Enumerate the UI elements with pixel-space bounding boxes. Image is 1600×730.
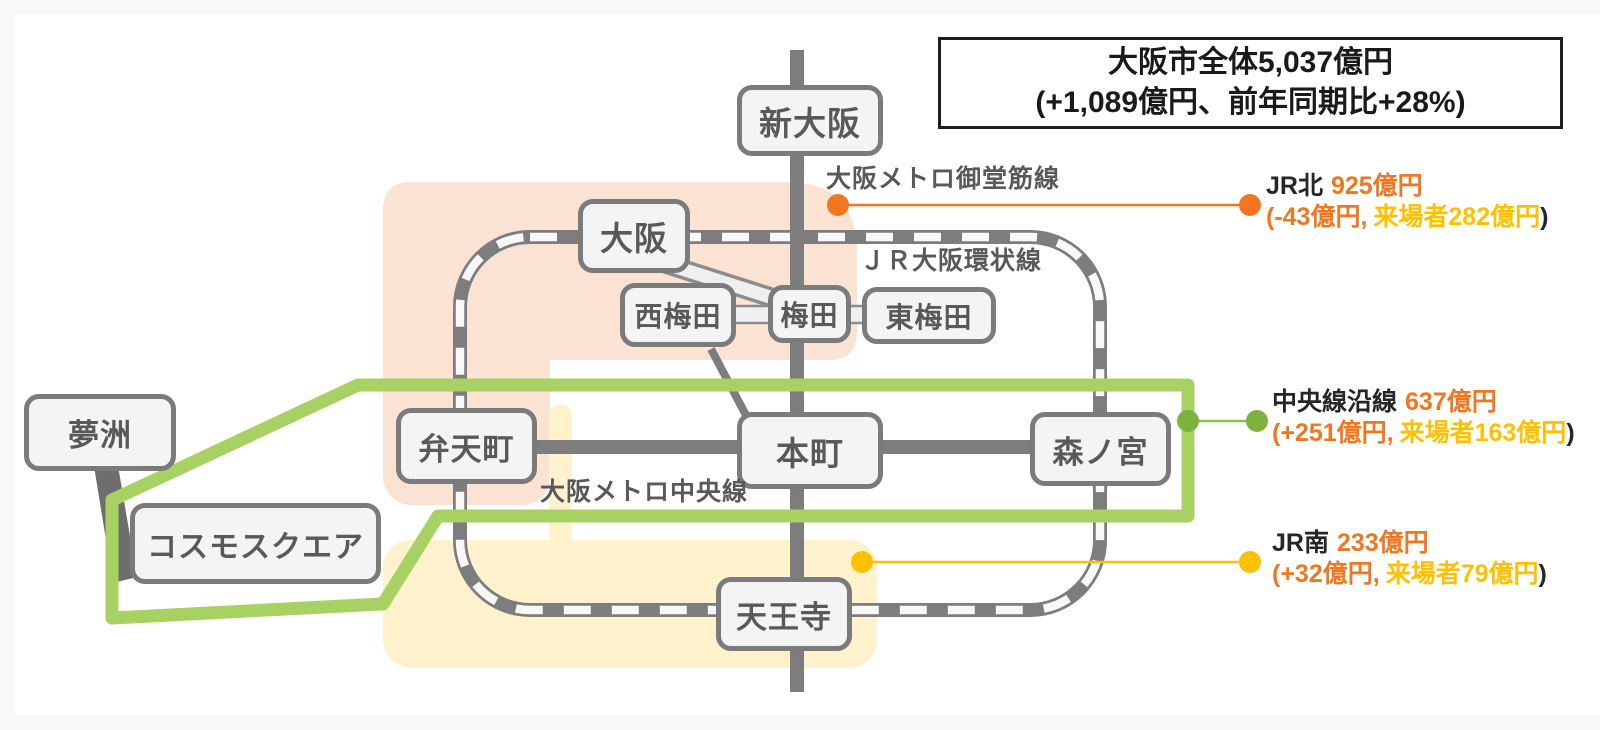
- station-bentencho: 弁天町: [396, 408, 537, 484]
- station-yumeshima: 夢洲: [24, 394, 176, 471]
- station-umeda: 梅田: [768, 285, 851, 343]
- station-tennoji: 天王寺: [716, 577, 852, 651]
- station-cosmosquare: コスモスクエア: [130, 503, 381, 584]
- chuo-corridor-outline: [105, 378, 1195, 625]
- total-summary-line1: 大阪市全体5,037億円: [1107, 46, 1394, 79]
- dot-jr-north-label: [1239, 194, 1261, 216]
- station-morinomiya: 森ノ宮: [1030, 412, 1171, 486]
- dot-jr-south-map: [851, 551, 873, 573]
- annotation-paren: ): [1566, 419, 1575, 447]
- annotation-value: 925億円: [1330, 172, 1423, 200]
- station-osaka: 大阪: [578, 199, 690, 273]
- annotation-paren: ): [1538, 560, 1547, 588]
- annotation-delta: (+251億円,: [1272, 419, 1394, 447]
- label-jr-loop-line: ＪＲ大阪環状線: [860, 247, 1043, 275]
- annotation-name: JR南: [1272, 529, 1329, 557]
- label-chuo-line: 大阪メトロ中央線: [540, 478, 749, 506]
- station-hommachi: 本町: [737, 412, 883, 489]
- dot-chuo-map: [1177, 410, 1199, 432]
- dot-jr-south-label: [1239, 551, 1261, 573]
- total-summary-line2: (+1,089億円、前年同期比+28%): [1035, 86, 1466, 119]
- station-shin-osaka: 新大阪: [737, 85, 883, 156]
- total-summary-box: 大阪市全体5,037億円 (+1,089億円、前年同期比+28%): [938, 37, 1563, 129]
- annotation-delta: (+32億円,: [1272, 560, 1380, 588]
- annotation-name: 中央線沿線: [1272, 388, 1398, 416]
- annotation-value: 233億円: [1336, 529, 1429, 557]
- annotation-jr-north-line2: (-43億円,来場者282億円): [1266, 202, 1548, 233]
- annotation-visitors: 来場者282億円: [1373, 203, 1541, 231]
- annotation-delta: (-43億円,: [1266, 203, 1368, 231]
- annotation-visitors: 来場者79億円: [1385, 560, 1539, 588]
- annotation-paren: ): [1540, 203, 1549, 231]
- label-midosuji-line: 大阪メトロ御堂筋線: [826, 165, 1061, 193]
- annotation-name: JR北: [1266, 172, 1323, 200]
- dot-jr-north-map: [827, 194, 849, 216]
- station-nishi-umeda: 西梅田: [620, 283, 736, 347]
- annotation-chuo-line2: (+251億円,来場者163億円): [1272, 418, 1575, 449]
- annotation-visitors: 来場者163億円: [1399, 419, 1567, 447]
- annotation-jr-south-line2: (+32億円,来場者79億円): [1272, 559, 1547, 590]
- annotation-value: 637億円: [1405, 388, 1497, 416]
- dot-chuo-label: [1246, 410, 1268, 432]
- station-higashi-umeda: 東梅田: [862, 287, 996, 344]
